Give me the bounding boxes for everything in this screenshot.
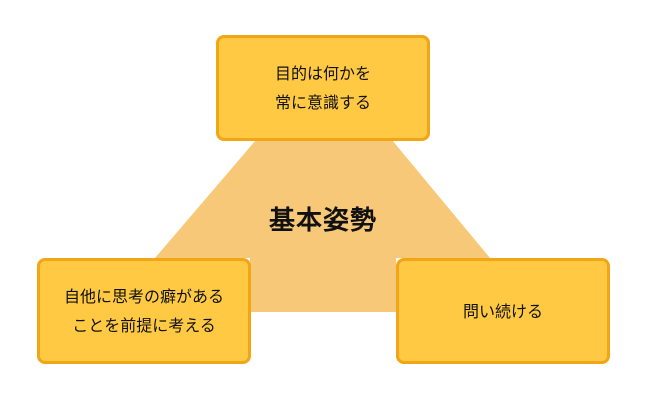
node-bottom-left-text: 自他に思考の癖がある ことを前提に考える (63, 287, 224, 335)
node-bottom-right: 問い続ける (396, 258, 610, 364)
center-label: 基本姿勢 (268, 205, 377, 236)
node-bottom-left: 自他に思考の癖がある ことを前提に考える (37, 258, 251, 364)
node-top: 目的は何かを 常に意識する (216, 35, 430, 141)
node-bottom-right-text: 問い続ける (462, 301, 543, 321)
node-top-text: 目的は何かを 常に意識する (274, 64, 371, 112)
triangle-shape (155, 140, 490, 312)
